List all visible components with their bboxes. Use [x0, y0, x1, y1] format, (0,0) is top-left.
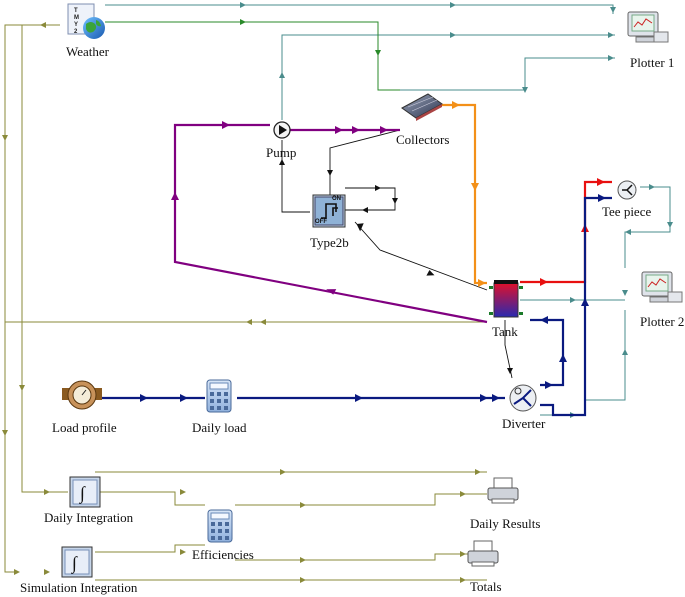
weather-to-plotter1-top-link [105, 4, 614, 14]
tank-to-diverter-link [504, 320, 513, 379]
pump-to-plotter1-link [281, 34, 615, 120]
daily-load-calculator-icon[interactable] [206, 379, 232, 413]
totals-label: Totals [470, 579, 502, 594]
efficiencies-to-daily-results-link [235, 493, 487, 506]
water-meter-icon[interactable] [62, 380, 102, 410]
weather-label: Weather [66, 44, 109, 59]
tank-label: Tank [492, 324, 518, 339]
totals-printer-icon[interactable] [467, 540, 499, 567]
pump-icon[interactable] [273, 121, 291, 139]
storage-tank-icon[interactable] [489, 280, 523, 318]
load-profile-label: Load profile [52, 420, 117, 435]
diverter-to-tee-pipe [540, 196, 612, 417]
controller-off-text: OFF [315, 219, 327, 225]
svg-text:M: M [74, 15, 79, 21]
collectors-to-type2b-link [329, 129, 401, 195]
simulation-integration-label: Simulation Integration [20, 580, 138, 595]
simulation-integration-icon[interactable]: ∫ [61, 546, 93, 578]
controller-on-text: ON [332, 196, 341, 202]
diverter-label: Diverter [502, 416, 546, 431]
diverter-to-plotter2-link [540, 310, 626, 416]
svg-text:2: 2 [74, 29, 78, 35]
weather-globe-icon[interactable]: T M Y 2 [67, 3, 105, 39]
daily-results-label: Daily Results [470, 516, 541, 531]
svg-text:∫: ∫ [79, 483, 86, 504]
tank-to-type2b-link [354, 221, 488, 291]
efficiencies-label: Efficiencies [192, 547, 254, 562]
output-arrowheads [240, 2, 673, 418]
efficiencies-calculator-icon[interactable] [207, 509, 233, 543]
solar-collector-icon[interactable] [401, 93, 443, 121]
type2b-label: Type2b [310, 235, 349, 250]
efficiencies-to-totals-link [235, 553, 487, 561]
svg-text:Y: Y [74, 22, 78, 28]
tee-piece-label: Tee piece [602, 204, 652, 219]
cold-water-pipes [100, 196, 612, 417]
diverter-icon[interactable] [509, 384, 537, 412]
plotter-1-icon[interactable] [627, 11, 669, 43]
daily-integration-label: Daily Integration [44, 510, 134, 525]
weather-to-simulation-integration-link [4, 24, 60, 573]
tee-to-plotter2-link [624, 186, 671, 268]
daily-results-printer-icon[interactable] [487, 477, 519, 504]
daily-integration-icon[interactable]: ∫ [69, 476, 101, 508]
daily-integration-to-efficiencies-link [95, 491, 205, 506]
daily-load-label: Daily load [192, 420, 247, 435]
svg-text:T: T [74, 8, 78, 14]
svg-text:∫: ∫ [71, 553, 78, 574]
controller-icon[interactable] [312, 194, 346, 228]
collectors-label: Collectors [396, 132, 450, 147]
signal-arrowheads [2, 22, 481, 583]
pump-label: Pump [266, 145, 297, 160]
type2b-feedback-link [345, 187, 396, 211]
tee-piece-icon[interactable] [617, 180, 637, 200]
sim-integration-to-efficiencies-link [95, 544, 205, 553]
weather-to-collectors-link [105, 21, 400, 91]
plotter-2-icon[interactable] [641, 271, 683, 303]
plotter2-label: Plotter 2 [640, 314, 685, 329]
diverter-to-tank-pipe [530, 318, 565, 387]
plotter1-label: Plotter 1 [630, 55, 675, 70]
control-links [281, 129, 513, 379]
collectors-to-plotter1-link [380, 57, 615, 91]
